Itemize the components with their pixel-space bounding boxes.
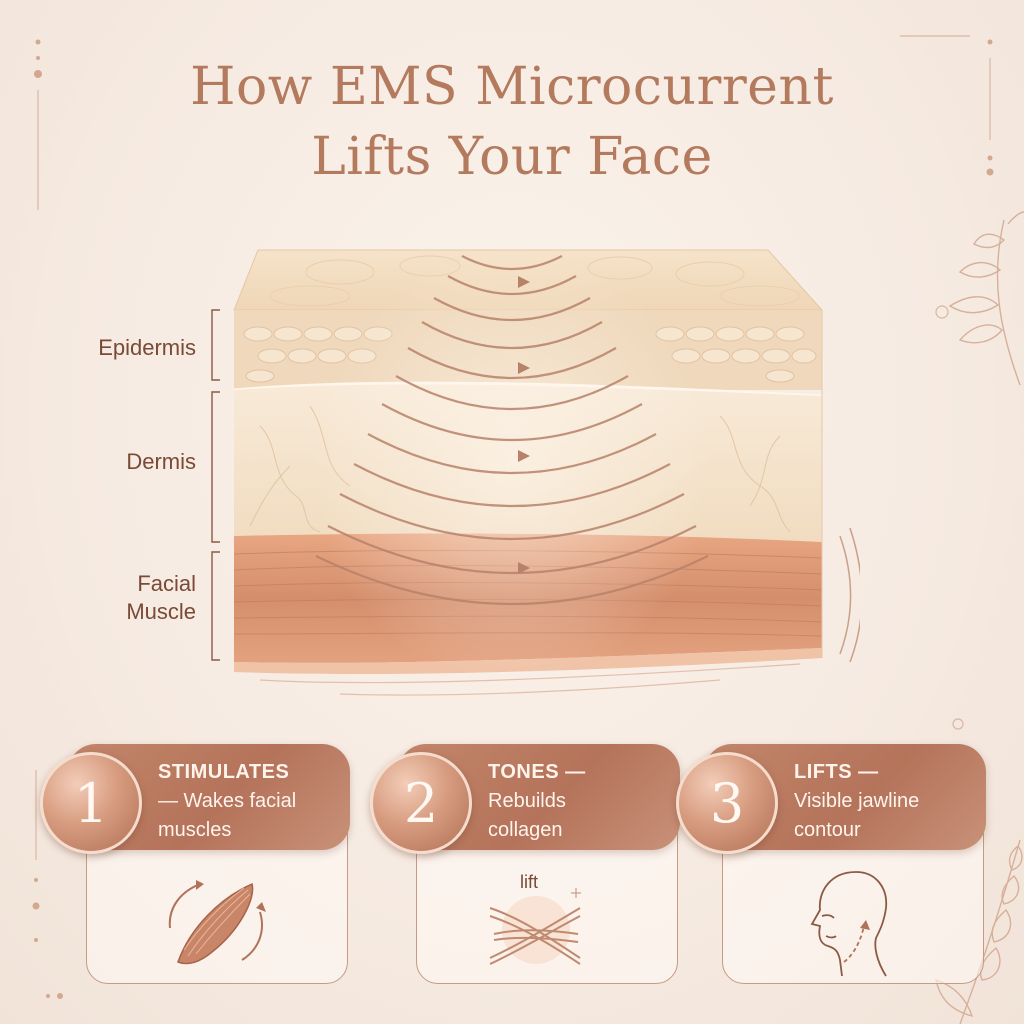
step-description-line2: collagen <box>488 819 563 841</box>
microcurrent-waves <box>315 255 709 605</box>
step-number-badge: 3 <box>676 752 778 854</box>
layer-brackets <box>211 309 220 661</box>
leaf-branch-decoration <box>948 211 1024 386</box>
step-heading: STIMULATES <box>158 761 290 783</box>
label-facial-muscle-line2: Muscle <box>126 599 196 624</box>
step-card-lifts: 3 LIFTS — Visible jawline contour <box>676 744 986 984</box>
step-description-line1: Visible jawline <box>794 790 920 812</box>
label-facial-muscle-line1: Facial <box>137 571 196 596</box>
step-text: TONES — Rebuilds collagen <box>488 758 678 845</box>
step-description-line1: — Wakes facial <box>158 790 297 812</box>
step-description-line2: contour <box>794 819 861 841</box>
label-epidermis: Epidermis <box>98 335 196 360</box>
step-card-stimulates: 1 STIMULATES — Wakes facial muscles <box>40 744 350 984</box>
page-title: How EMS Microcurrent Lifts Your Face <box>0 52 1024 192</box>
title-line-2: Lifts Your Face <box>311 127 713 187</box>
label-dermis: Dermis <box>126 449 196 474</box>
title-line-1: How EMS Microcurrent <box>190 57 834 117</box>
collagen-fibers-icon <box>489 888 581 965</box>
skin-cross-section-diagram <box>233 246 860 696</box>
step-description-line2: muscles <box>158 819 232 841</box>
step-text: LIFTS — Visible jawline contour <box>794 758 984 845</box>
step-heading: LIFTS — <box>794 761 879 783</box>
face-profile-icon <box>810 871 888 977</box>
current-arrows <box>518 276 530 574</box>
step-card-tones: 2 TONES — Rebuilds collagen lift <box>370 744 680 984</box>
vibration-lines <box>839 527 860 663</box>
label-facial-muscle: Facial Muscle <box>16 570 196 626</box>
collagen-lift-label: lift <box>520 872 538 892</box>
muscle-icon <box>168 880 266 965</box>
step-number-badge: 2 <box>370 752 472 854</box>
step-text: STIMULATES — Wakes facial muscles <box>158 758 348 845</box>
step-heading: TONES — <box>488 761 586 783</box>
step-description-line1: Rebuilds <box>488 790 566 812</box>
step-number-badge: 1 <box>40 752 142 854</box>
